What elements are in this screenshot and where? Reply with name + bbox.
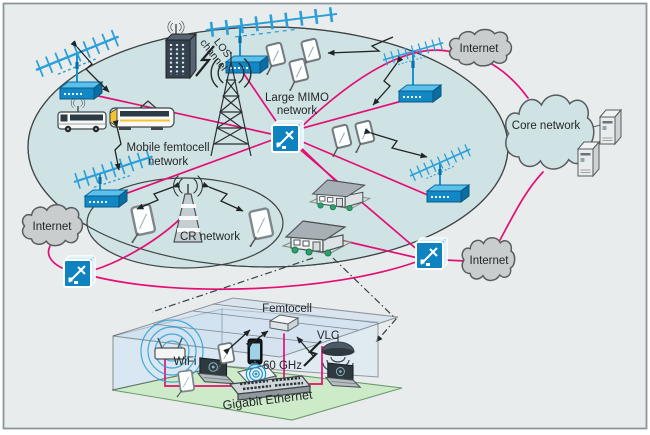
router-icon bbox=[426, 184, 470, 203]
wireless-link-arrows bbox=[70, 36, 428, 212]
base-station-icon bbox=[63, 255, 96, 288]
zoom-guide-right bbox=[332, 257, 397, 343]
mobile-femtocell-label-line1: Mobile femtocell bbox=[126, 142, 209, 154]
macro-bs-tower bbox=[210, 52, 252, 157]
vlc-lamp-icon bbox=[321, 334, 355, 373]
internet-left-label: Internet bbox=[33, 221, 73, 233]
base-station-icon bbox=[415, 237, 448, 270]
base-station-icon bbox=[271, 120, 304, 153]
wifi-router-icon bbox=[154, 337, 186, 360]
large-mimo-label-line2: network bbox=[277, 105, 318, 117]
smartphone-icon bbox=[247, 338, 263, 365]
wifi-label: WiFi bbox=[174, 356, 197, 368]
cr-coverage-ellipse-outline bbox=[86, 177, 284, 269]
cr-bs-tower bbox=[173, 184, 203, 243]
cr-network-label: CR network bbox=[180, 231, 240, 243]
building bbox=[164, 20, 198, 80]
femtocell-label: Femtocell bbox=[262, 303, 312, 315]
router-icon bbox=[398, 84, 442, 103]
router-icon bbox=[84, 189, 128, 208]
bus bbox=[57, 106, 107, 133]
router-icon bbox=[59, 81, 103, 100]
vlc-label: VLC bbox=[317, 330, 339, 342]
internet-top-label: Internet bbox=[460, 43, 500, 55]
large-mimo-label-line1: Large MIMO bbox=[265, 92, 329, 104]
indoor-room bbox=[111, 297, 403, 421]
server-icon bbox=[577, 141, 600, 177]
mobile-femtocell-label-line2: network bbox=[148, 156, 189, 168]
ethernet-switch-icon bbox=[228, 375, 312, 401]
femtocell-box bbox=[268, 314, 300, 332]
server-icon bbox=[599, 109, 622, 145]
zoom-guide-left bbox=[151, 257, 314, 313]
mmwave-label: 60 GHz bbox=[263, 360, 302, 372]
core-network-label: Core network bbox=[512, 120, 581, 132]
internet-bottom-label: Internet bbox=[470, 255, 510, 267]
